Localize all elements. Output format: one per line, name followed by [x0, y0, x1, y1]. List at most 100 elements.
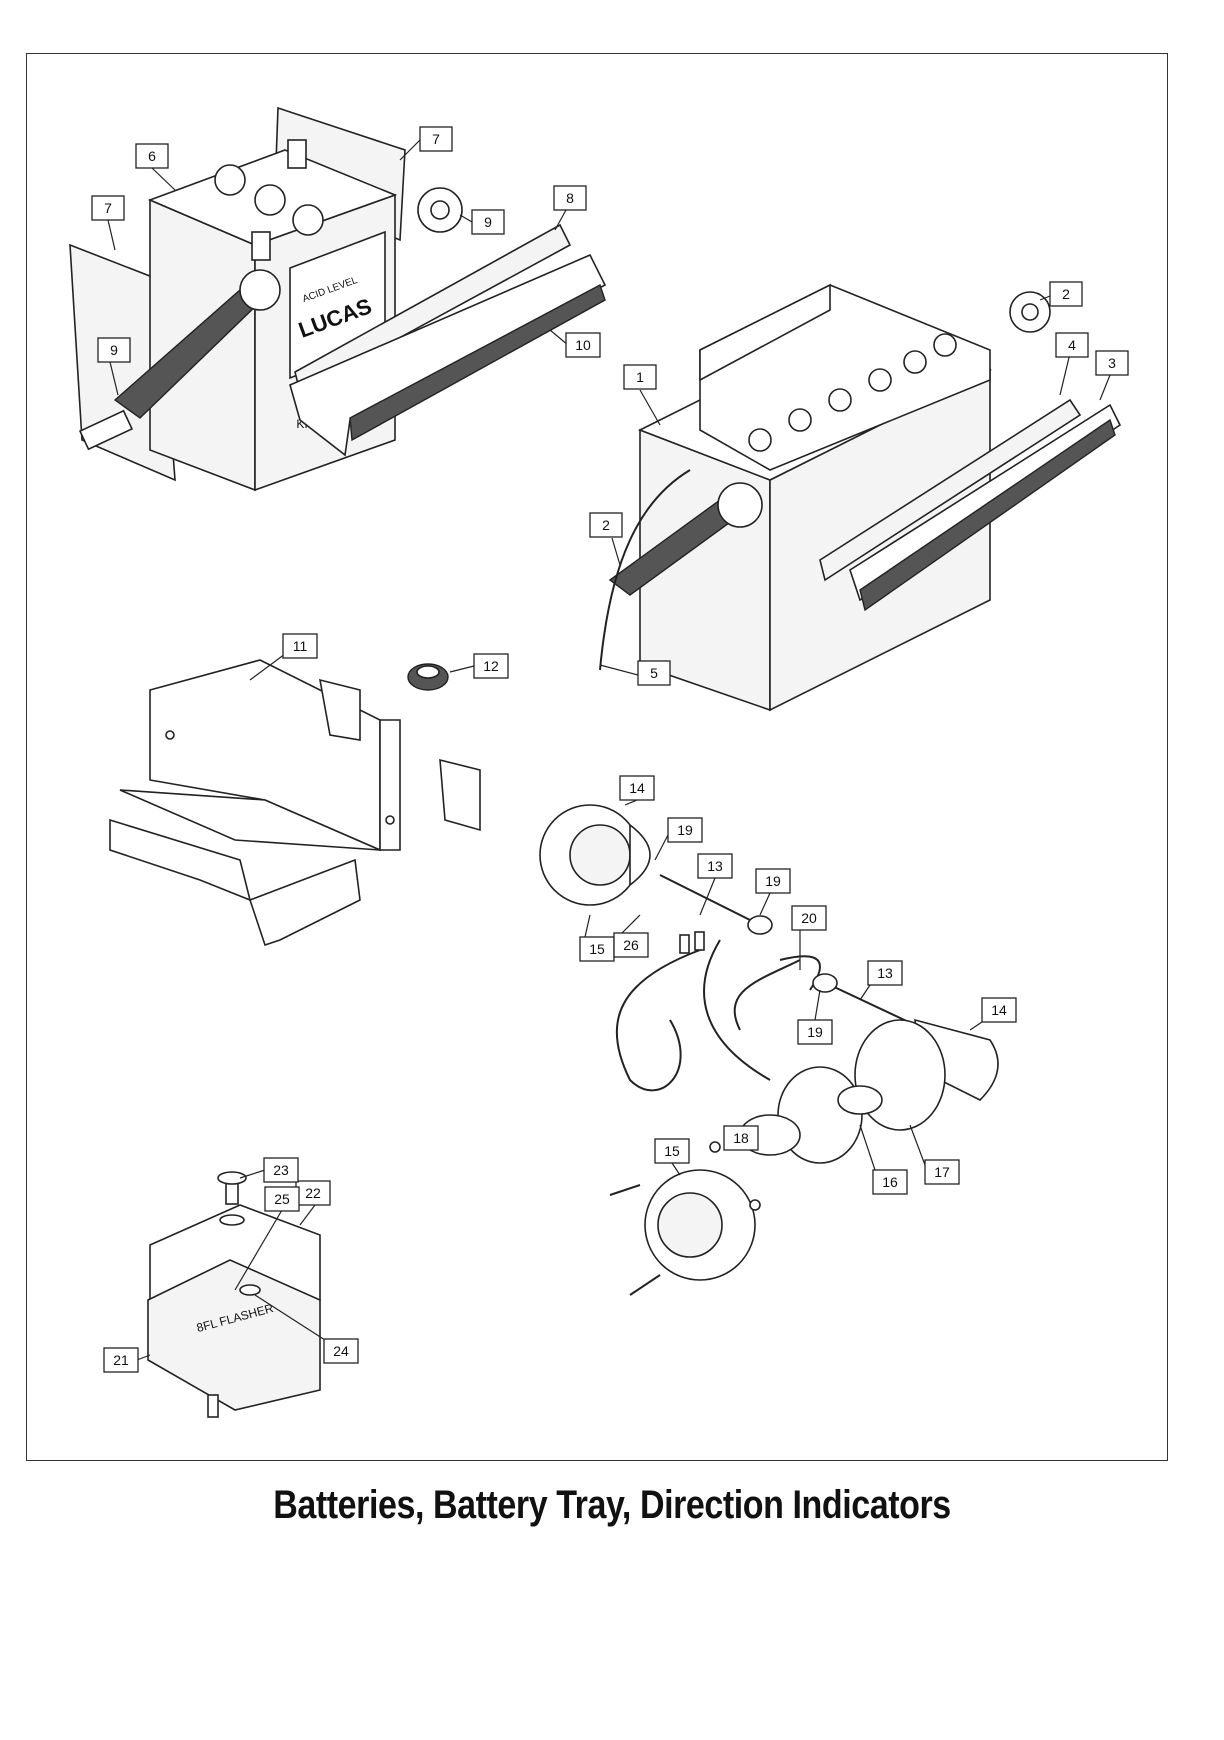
- stem-nut: [747, 915, 773, 935]
- svg-text:22: 22: [305, 1185, 321, 1201]
- callout-11: 11: [282, 633, 318, 659]
- svg-text:9: 9: [110, 342, 118, 358]
- callout-17: 17: [924, 1159, 960, 1185]
- bulb-socket: [837, 1085, 883, 1115]
- svg-text:12: 12: [483, 658, 499, 674]
- tray-bracket-front: [248, 858, 361, 947]
- bolt-head: [217, 1171, 247, 1185]
- callout-18: 18: [723, 1125, 759, 1151]
- svg-text:8: 8: [566, 190, 574, 206]
- callout-19: 19: [667, 817, 703, 843]
- battery-tray: [109, 659, 481, 947]
- svg-text:9: 9: [484, 214, 492, 230]
- svg-text:16: 16: [882, 1174, 898, 1190]
- svg-text:19: 19: [807, 1024, 823, 1040]
- svg-text:17: 17: [934, 1164, 950, 1180]
- svg-text:13: 13: [877, 965, 893, 981]
- callout-1: 1: [623, 364, 657, 390]
- connector: [679, 934, 690, 954]
- stem-grommet: [812, 973, 838, 993]
- indicator-stem-lower: [829, 984, 916, 1026]
- connector: [694, 931, 705, 951]
- svg-text:15: 15: [664, 1143, 680, 1159]
- lens-screw: [609, 1184, 641, 1196]
- callout-26: 26: [613, 932, 649, 958]
- svg-text:5: 5: [650, 665, 658, 681]
- terminal-post: [251, 231, 271, 261]
- lucas-battery-left: ACID LEVEL LUCAS KI: [69, 106, 607, 492]
- strap-eye: [717, 482, 763, 528]
- svg-text:2: 2: [1062, 286, 1070, 302]
- tray-hole: [385, 815, 395, 825]
- callout-23: 23: [263, 1157, 299, 1183]
- svg-text:3: 3: [1108, 355, 1116, 371]
- flasher-body: [147, 1259, 321, 1411]
- indicator-body-lower: [914, 1018, 999, 1101]
- svg-text:14: 14: [991, 1002, 1007, 1018]
- callout-20: 20: [791, 905, 827, 931]
- svg-text:25: 25: [274, 1191, 290, 1207]
- svg-text:24: 24: [333, 1343, 349, 1359]
- svg-text:6: 6: [148, 148, 156, 164]
- indicator-assembly-upper: [539, 804, 773, 935]
- exploded-parts-diagram: ACID LEVEL LUCAS KI: [69, 106, 1129, 1418]
- cell-plug: [933, 333, 957, 357]
- channel-insert-right: [859, 418, 1116, 612]
- svg-text:21: 21: [113, 1352, 129, 1368]
- cover-end: [699, 283, 831, 382]
- callout-14: 14: [619, 775, 655, 801]
- cell-plug: [748, 428, 772, 452]
- flasher-unit: 8FL FLASHER: [147, 1171, 321, 1418]
- diagram-frame: [26, 53, 1168, 1461]
- svg-text:19: 19: [765, 873, 781, 889]
- filler-cap: [292, 204, 324, 236]
- callout-24: 24: [323, 1338, 359, 1364]
- svg-text:11: 11: [293, 638, 308, 654]
- svg-text:2: 2: [602, 517, 610, 533]
- callout-19: 19: [797, 1019, 833, 1045]
- callout-8: 8: [553, 185, 587, 211]
- harness-loop: [615, 949, 701, 1092]
- strap-eye-hole: [430, 200, 450, 220]
- svg-text:20: 20: [801, 910, 817, 926]
- strap-eye-hole: [1021, 303, 1039, 321]
- wiring-harness: [615, 931, 821, 1092]
- callout-16: 16: [872, 1169, 908, 1195]
- harness-lead: [703, 939, 771, 1081]
- cell-plug: [828, 388, 852, 412]
- battery-partial-marking: KI: [296, 417, 307, 431]
- page-title: Batteries, Battery Tray, Direction Indic…: [273, 1483, 951, 1527]
- callout-19: 19: [755, 868, 791, 894]
- callout-12: 12: [473, 653, 509, 679]
- washer: [709, 1141, 721, 1153]
- channel-insert: [349, 283, 606, 442]
- svg-text:10: 10: [575, 337, 591, 353]
- svg-text:26: 26: [623, 937, 639, 953]
- lens-pattern: [657, 1192, 723, 1258]
- svg-text:7: 7: [104, 200, 112, 216]
- battery-right: [599, 283, 1122, 712]
- indicator-body-upper: [629, 823, 651, 887]
- cell-plug: [868, 368, 892, 392]
- callout-10: 10: [565, 332, 601, 358]
- callout-13: 13: [697, 853, 733, 879]
- svg-text:19: 19: [677, 822, 693, 838]
- insulating-strip-right: [819, 398, 1082, 582]
- cell-plug: [903, 350, 927, 374]
- flasher-terminal: [207, 1394, 219, 1418]
- svg-text:18: 18: [733, 1130, 749, 1146]
- washer: [749, 1199, 761, 1211]
- callout-9: 9: [471, 209, 505, 235]
- vent-tube: [599, 469, 691, 671]
- callout-15: 15: [579, 936, 615, 962]
- callout-13: 13: [867, 960, 903, 986]
- callout-7: 7: [91, 195, 125, 221]
- tray-bracket-left: [109, 818, 252, 902]
- grommet: [407, 663, 449, 691]
- callout-2: 2: [1049, 281, 1083, 307]
- svg-text:7: 7: [432, 131, 440, 147]
- tray-side: [379, 719, 401, 851]
- nut: [239, 1284, 261, 1296]
- strap-buckle: [78, 409, 134, 451]
- callout-14: 14: [981, 997, 1017, 1023]
